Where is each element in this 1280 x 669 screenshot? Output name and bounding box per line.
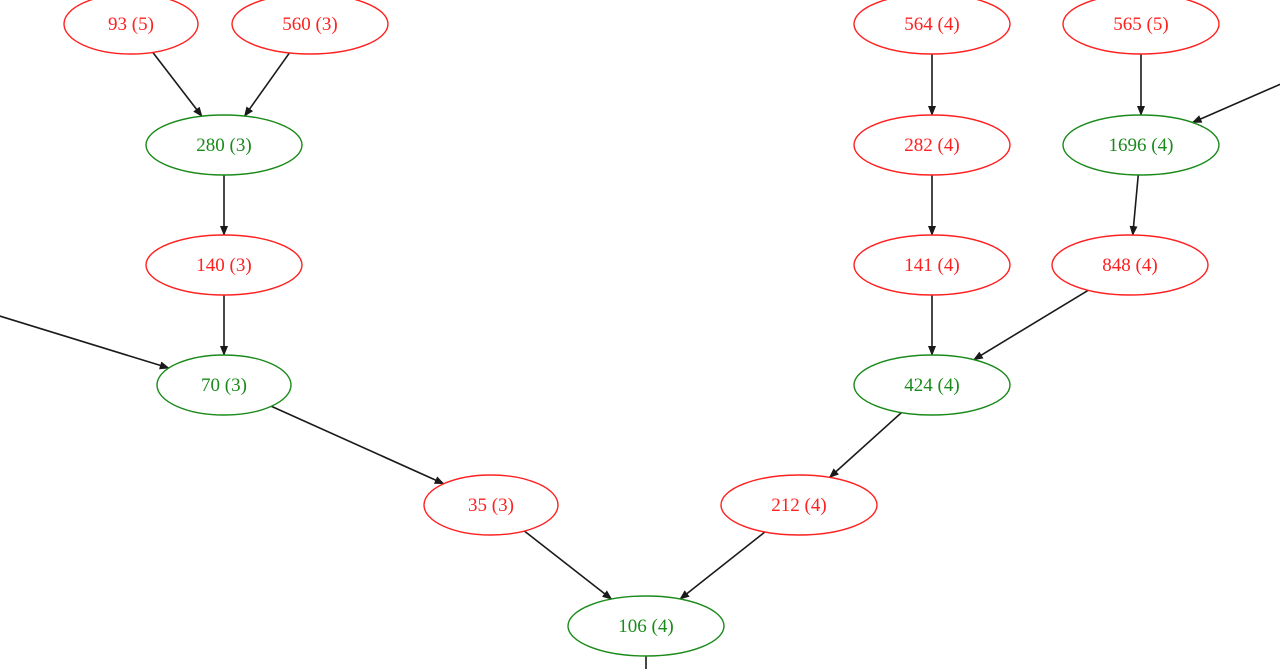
graph-node-848: 848 (4) <box>1051 234 1209 296</box>
node-label: 141 (4) <box>904 255 959 276</box>
edge-n93-to-n280 <box>152 51 203 118</box>
edge-n424-to-n212 <box>828 412 902 479</box>
node-label: 565 (5) <box>1113 14 1168 35</box>
graph-node-141: 141 (4) <box>853 234 1011 296</box>
graph-node-212: 212 (4) <box>720 474 878 536</box>
node-ellipse <box>1062 0 1220 55</box>
node-ellipse <box>720 474 878 536</box>
graph-node-564: 564 (4) <box>853 0 1011 55</box>
node-label: 848 (4) <box>1102 255 1157 276</box>
node-ellipse <box>145 114 303 176</box>
node-ellipse <box>145 234 303 296</box>
edge-offleft-to-n70 <box>0 315 170 370</box>
node-ellipse <box>1051 234 1209 296</box>
graph-node-35: 35 (3) <box>423 474 559 536</box>
node-label: 1696 (4) <box>1109 135 1174 156</box>
node-ellipse <box>156 354 292 416</box>
node-ellipse <box>853 114 1011 176</box>
edge-n848-to-n424 <box>972 289 1089 361</box>
graph-node-280: 280 (3) <box>145 114 303 176</box>
graph-node-424: 424 (4) <box>853 354 1011 416</box>
node-ellipse <box>231 0 389 55</box>
node-ellipse <box>853 354 1011 416</box>
node-label: 212 (4) <box>771 495 826 516</box>
node-label: 424 (4) <box>904 375 959 396</box>
nodes-layer: 93 (5) 560 (3) 280 (3) 140 (3) 70 (3) 35 (3) 1… <box>63 0 1220 657</box>
graph-node-282: 282 (4) <box>853 114 1011 176</box>
edges-layer <box>0 51 1280 669</box>
edge-n212-to-n106 <box>679 531 766 600</box>
node-label: 70 (3) <box>201 375 247 396</box>
node-label: 140 (3) <box>196 255 251 276</box>
node-ellipse <box>1062 114 1220 176</box>
edge-offright-to-n1696 <box>1191 83 1280 124</box>
node-label: 35 (3) <box>468 495 514 516</box>
node-ellipse <box>423 474 559 536</box>
graph-node-565: 565 (5) <box>1062 0 1220 55</box>
graph-node-1696: 1696 (4) <box>1062 114 1220 176</box>
graph-node-106: 106 (4) <box>567 595 725 657</box>
node-ellipse <box>853 234 1011 296</box>
graph-node-93: 93 (5) <box>63 0 199 55</box>
graph-node-70: 70 (3) <box>156 354 292 416</box>
edge-n35-to-n106 <box>523 530 613 600</box>
graph-node-560: 560 (3) <box>231 0 389 55</box>
node-label: 282 (4) <box>904 135 959 156</box>
node-ellipse <box>853 0 1011 55</box>
node-label: 280 (3) <box>196 135 251 156</box>
node-label: 564 (4) <box>904 14 959 35</box>
edge-n70-to-n35 <box>270 405 445 485</box>
edge-n1696-to-n848 <box>1129 174 1140 237</box>
graph-node-140: 140 (3) <box>145 234 303 296</box>
node-label: 106 (4) <box>618 616 673 637</box>
node-ellipse <box>567 595 725 657</box>
node-label: 93 (5) <box>108 14 154 35</box>
edge-n560-to-n280 <box>243 52 291 117</box>
node-label: 560 (3) <box>282 14 337 35</box>
node-ellipse <box>63 0 199 55</box>
